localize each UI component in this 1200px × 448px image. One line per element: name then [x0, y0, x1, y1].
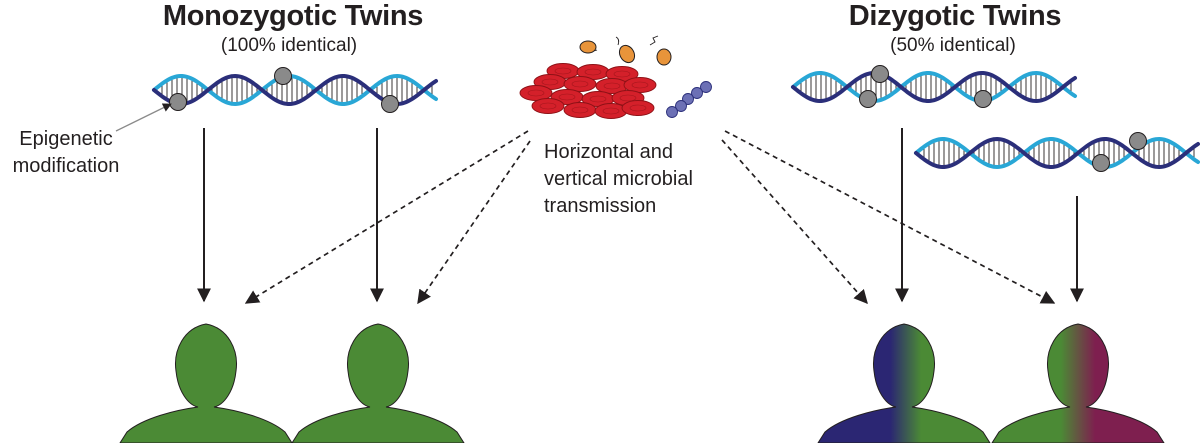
person-silhouette-icon [119, 323, 293, 444]
dashed-arrow-mz-left [244, 130, 529, 304]
dashed-arrow-dz-left [721, 139, 868, 305]
epigenetic-label-line: modification [12, 155, 120, 177]
methyl-group-icon [1092, 154, 1110, 172]
epigenetic-label-line: Epigenetic [19, 128, 113, 150]
microbial-label-line: Horizontal and [544, 141, 673, 163]
methyl-group-icon [169, 93, 187, 111]
methyl-group-icon [381, 95, 399, 113]
cocci-chain-icon [666, 81, 712, 118]
genetic-inheritance-arrows [197, 128, 1084, 303]
person-silhouette-icon [991, 323, 1165, 444]
epigenetic-label: Epigenetic modification [13, 126, 120, 180]
dizygotic-title: Dizygotic Twins [848, 0, 1062, 32]
person-silhouette-icon [817, 323, 991, 444]
methyl-group-icon [859, 90, 877, 108]
methyl-group-icon [1129, 132, 1147, 150]
dizygotic-subtitle: (50% identical) [890, 35, 1016, 56]
microbial-transmission-arrows [244, 130, 1056, 305]
methyl-group-icon [274, 67, 292, 85]
dashed-arrow-dz-right [724, 130, 1056, 304]
person-silhouette-icon [291, 323, 465, 444]
microbial-label-line: vertical microbial [544, 168, 693, 190]
dna-helix-icon [914, 132, 1200, 172]
microbial-transmission-label: Horizontal and vertical microbial transm… [544, 139, 693, 220]
microbiota-cluster [519, 35, 712, 119]
epigenetic-pointer-arrow [115, 103, 172, 132]
dashed-arrow-mz-right [417, 140, 531, 305]
microbial-label-line: transmission [544, 195, 657, 217]
methyl-group-icon [974, 90, 992, 108]
monozygotic-subtitle: (100% identical) [220, 35, 358, 56]
bacteria-icon [579, 35, 672, 66]
dna-helix-icon [152, 67, 438, 113]
methyl-group-icon [871, 65, 889, 83]
red-blood-cells-icon [519, 63, 657, 119]
dna-helix-icon [791, 65, 1077, 108]
monozygotic-title: Monozygotic Twins [162, 0, 424, 32]
